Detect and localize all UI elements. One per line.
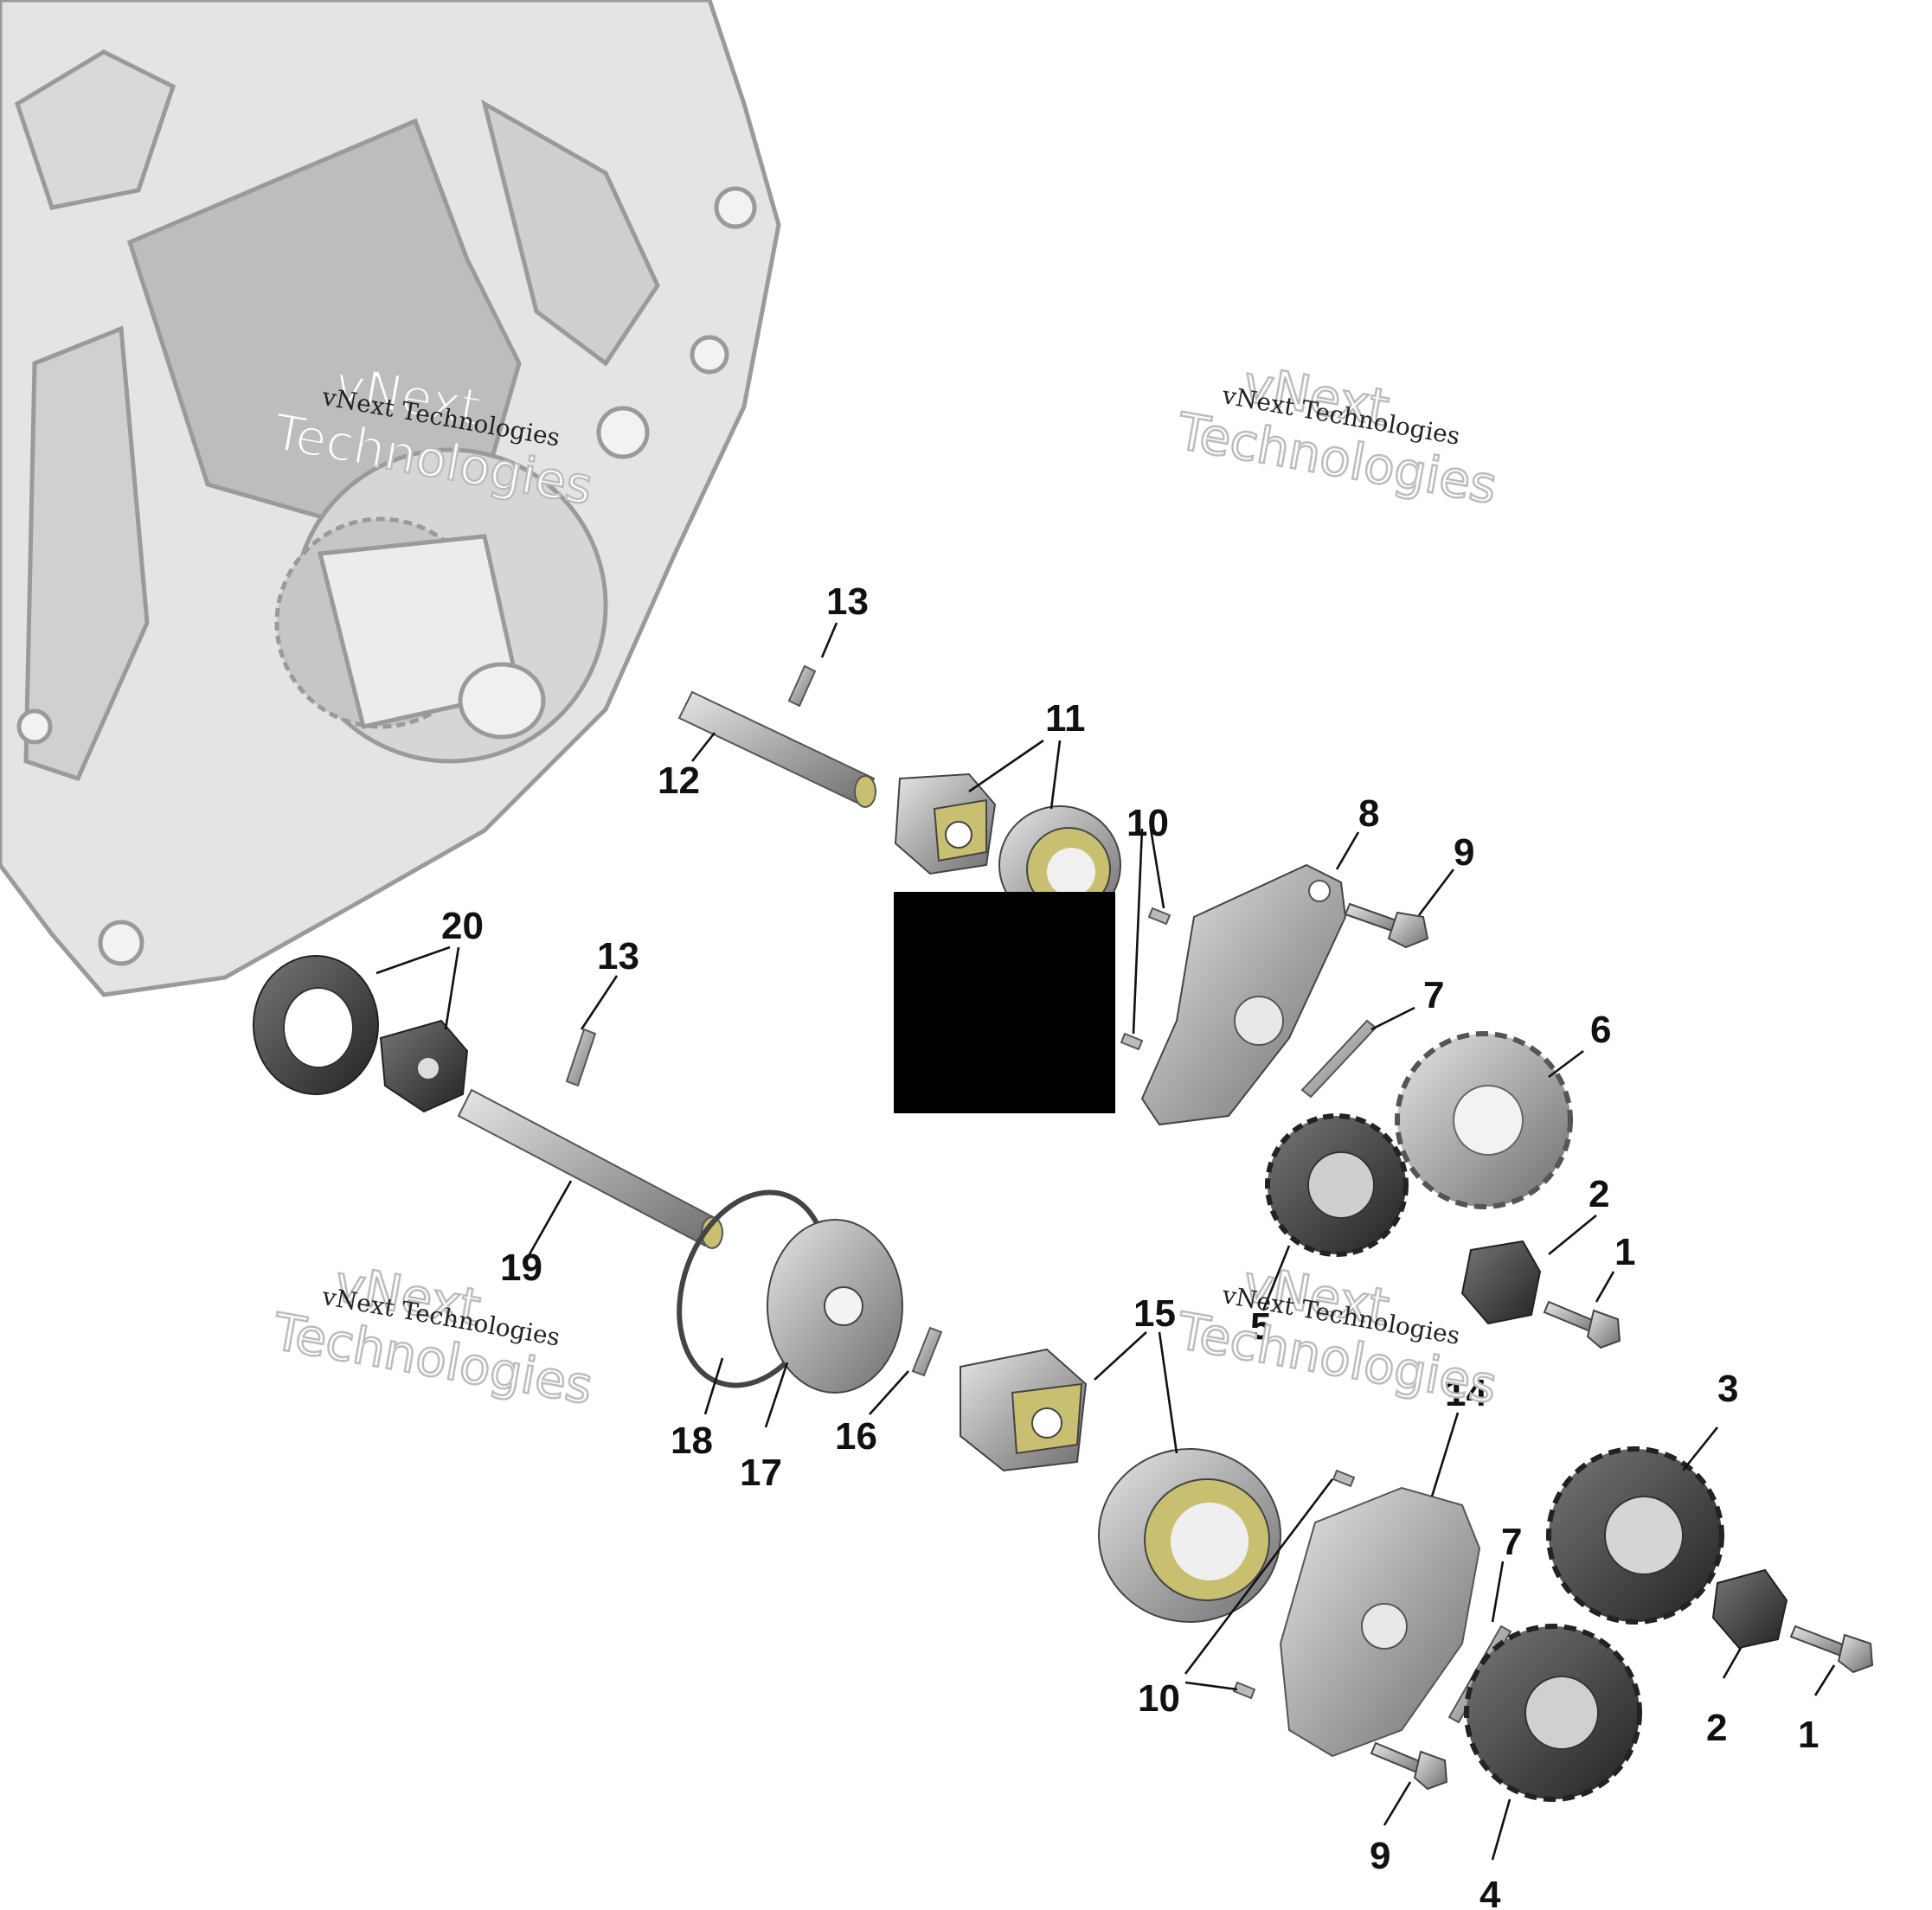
pin-16 (911, 1326, 943, 1377)
bolt-1-upper (1543, 1300, 1621, 1349)
callout-8: 8 (1358, 792, 1379, 835)
bolt-9-upper (1344, 902, 1429, 949)
redaction-box (894, 892, 1115, 1113)
watermark-bottom-left: vNext vNext Technologies Technologies (267, 1253, 598, 1417)
callout-2-lower: 2 (1706, 1707, 1727, 1749)
nut-2-lower (1711, 1568, 1788, 1650)
watermark-bottom-right: vNext vNext Technologies Technologies (1171, 1253, 1502, 1416)
housing-17 (767, 1219, 903, 1394)
callout-1-lower: 1 (1798, 1714, 1819, 1756)
callout-14: 14 (1445, 1372, 1487, 1414)
callout-7-lower: 7 (1501, 1521, 1522, 1563)
bolt-1-lower (1789, 1625, 1874, 1674)
callout-15: 15 (1133, 1292, 1176, 1335)
callout-18: 18 (671, 1420, 713, 1462)
gear-6 (1395, 1031, 1573, 1209)
callout-3: 3 (1717, 1368, 1738, 1410)
callout-4: 4 (1479, 1874, 1501, 1910)
outer-rotor-15 (1098, 1448, 1281, 1623)
callout-10-lower: 10 (1138, 1677, 1180, 1720)
callout-16: 16 (835, 1415, 877, 1458)
svg-text:Technologies: Technologies (1172, 401, 1501, 516)
outer-rotor-20 (253, 955, 379, 1095)
callout-17: 17 (740, 1452, 782, 1494)
callout-13-upper: 13 (826, 580, 869, 623)
engine-block-ghost (0, 0, 781, 997)
gear-5 (1265, 1113, 1409, 1257)
shaft-12 (677, 690, 876, 808)
watermark-top-right: vNext vNext Technologies Technologies (1171, 353, 1502, 516)
callout-9-upper: 9 (1454, 831, 1474, 874)
callout-labels: 13 12 11 10 8 9 7 6 5 2 1 20 13 19 18 17… (441, 580, 1819, 1910)
callout-20: 20 (441, 905, 484, 947)
callout-2-upper: 2 (1589, 1173, 1609, 1215)
callout-6: 6 (1590, 1009, 1611, 1051)
pin-7-upper (1300, 1019, 1377, 1099)
gear-3 (1546, 1446, 1724, 1625)
callout-13-lower: 13 (597, 935, 639, 977)
callout-9-lower: 9 (1370, 1835, 1390, 1877)
callout-10-upper: 10 (1126, 802, 1169, 844)
dowel-pins-10-upper (1120, 907, 1171, 1051)
gear-4 (1464, 1624, 1642, 1802)
pump-cover-8 (1140, 863, 1347, 1126)
inner-rotor-11 (894, 772, 997, 875)
leader-lines (375, 622, 1836, 1861)
pin-13-upper (787, 664, 817, 708)
callout-7-upper: 7 (1423, 974, 1444, 1016)
callout-12: 12 (658, 760, 700, 802)
outer-rotor-11 (998, 805, 1121, 925)
callout-1-upper: 1 (1614, 1231, 1635, 1273)
pin-13-lower (565, 1028, 597, 1087)
inner-rotor-20 (379, 1019, 469, 1113)
inner-rotor-15 (960, 1348, 1088, 1472)
callout-19: 19 (500, 1247, 542, 1289)
bolt-9-lower (1370, 1741, 1448, 1791)
callout-5: 5 (1250, 1305, 1271, 1348)
shaft-19 (457, 1088, 723, 1249)
nut-2-upper (1460, 1240, 1542, 1325)
callout-11: 11 (1045, 697, 1086, 740)
